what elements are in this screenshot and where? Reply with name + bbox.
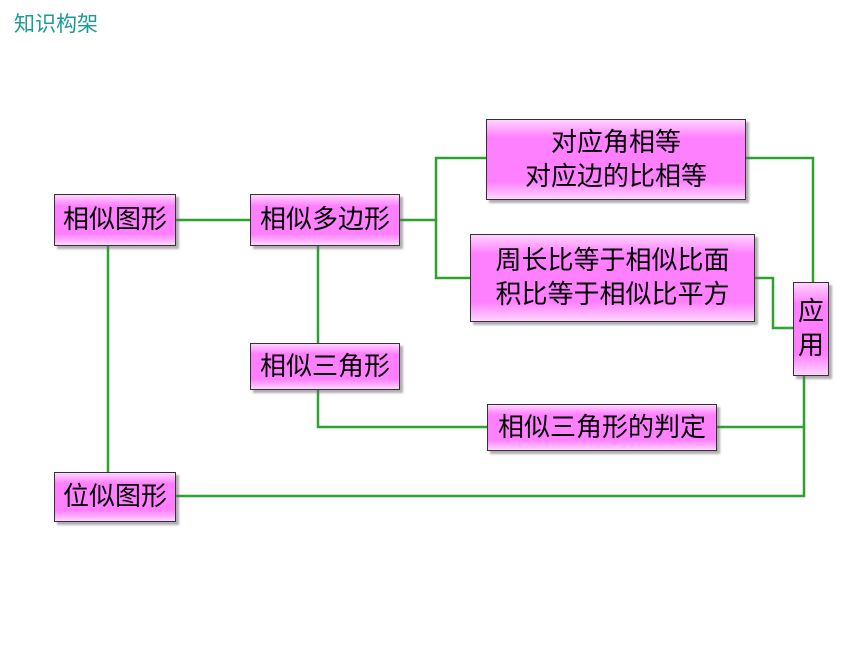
property-sides-line: 对应边的比相等 — [524, 161, 707, 192]
property-angles-line: 对应角相等 — [550, 127, 681, 158]
connector-polygons-properties — [400, 156, 486, 222]
connector-properties-application — [746, 156, 815, 282]
connector-homothetic-application — [176, 427, 806, 498]
node-homothetic-figures-label: 位似图形 — [62, 482, 167, 512]
node-triangle-criteria: 相似三角形的判定 — [487, 404, 717, 451]
connector-polygons-perimeter — [434, 220, 470, 280]
node-similar-figures: 相似图形 — [54, 194, 176, 246]
page-title: 知识构架 — [14, 12, 98, 36]
connector-perimeter-application — [755, 276, 793, 330]
node-perimeter-area-ratio: 周长比等于相似比面 积比等于相似比平方 — [470, 234, 755, 322]
node-homothetic-figures: 位似图形 — [54, 472, 176, 522]
node-similar-polygons: 相似多边形 — [250, 194, 400, 246]
node-application: 应 用 — [793, 282, 829, 376]
application-char-1: 应 — [797, 297, 824, 327]
node-triangle-criteria-label: 相似三角形的判定 — [497, 412, 706, 443]
node-corresponding-properties: 对应角相等 对应边的比相等 — [486, 119, 746, 200]
perimeter-line-2: 积比等于相似比平方 — [495, 280, 730, 310]
application-char-2: 用 — [797, 331, 824, 361]
node-similar-triangles: 相似三角形 — [250, 343, 400, 390]
node-similar-triangles-label: 相似三角形 — [259, 351, 390, 382]
connector-triangles-criteria — [316, 390, 487, 429]
node-similar-polygons-label: 相似多边形 — [259, 205, 390, 235]
perimeter-line-1: 周长比等于相似比面 — [495, 246, 730, 276]
connector-criteria-application — [717, 376, 806, 429]
node-similar-figures-label: 相似图形 — [62, 205, 167, 235]
